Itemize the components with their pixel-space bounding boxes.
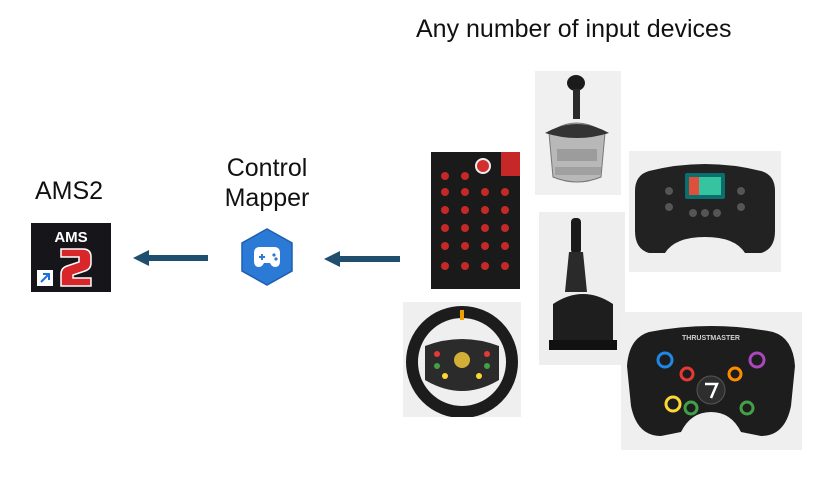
gamepad-hex-icon[interactable]	[241, 228, 293, 286]
control-mapper-label-line2: Mapper	[224, 184, 310, 212]
devices-title: Any number of input devices	[416, 15, 732, 43]
open-wheel-icon: THRUSTMASTER	[621, 312, 802, 450]
arrow-to-control-mapper	[324, 250, 400, 268]
formula-wheel-icon	[629, 151, 781, 272]
round-wheel-icon	[403, 302, 521, 417]
sequential-shifter-icon	[539, 212, 625, 365]
control-mapper-label: Control Mapper	[218, 153, 316, 213]
arrow-to-ams2	[133, 249, 208, 267]
thrustmaster-brand: THRUSTMASTER	[682, 335, 740, 342]
ams2-app-icon[interactable]: AMS	[31, 223, 111, 292]
ams2-label: AMS2	[35, 177, 104, 205]
shifter-h-pattern-icon	[535, 71, 621, 195]
ams-logo-text: AMS	[54, 229, 87, 246]
button-box-icon	[431, 152, 520, 289]
control-mapper-label-line1: Control	[226, 154, 308, 182]
